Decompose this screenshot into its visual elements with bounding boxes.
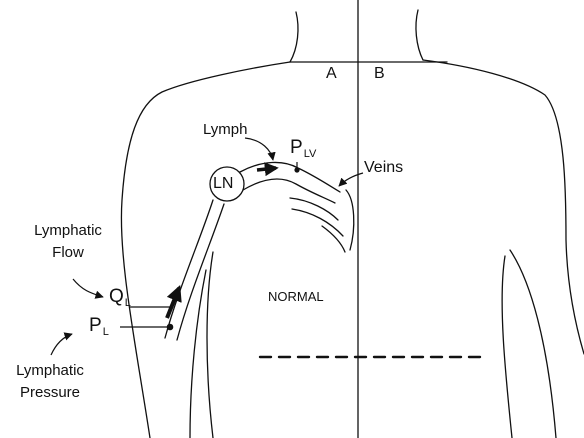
plv-label-subscript: LV bbox=[304, 148, 317, 160]
ql-label-subscript: L bbox=[125, 297, 131, 309]
vein-arc bbox=[346, 190, 354, 250]
neck-right-outline bbox=[416, 10, 423, 60]
duct-flow-arrow bbox=[257, 168, 276, 170]
lymph-duct-upper bbox=[240, 162, 340, 192]
normal-label: NORMAL bbox=[268, 290, 324, 303]
torso-outline-left bbox=[207, 252, 213, 438]
lymph-vessel-upper bbox=[177, 204, 224, 340]
lymph-label: Lymph bbox=[203, 122, 247, 137]
side-a-label: A bbox=[326, 66, 337, 82]
ql-label-main: Q bbox=[109, 286, 124, 307]
pl-label-subscript: L bbox=[103, 326, 109, 338]
flow-label-arrow bbox=[73, 279, 103, 297]
pl-label-main: P bbox=[89, 315, 102, 336]
ql-label: QL bbox=[109, 287, 131, 309]
lymph-node-label: LN bbox=[213, 176, 233, 192]
arm-inner-left bbox=[190, 270, 206, 438]
pl-label: PL bbox=[89, 316, 109, 338]
vein-curve-2 bbox=[292, 209, 343, 236]
torso-outline-right bbox=[502, 256, 512, 438]
lymph-vessel-lower bbox=[165, 200, 213, 338]
plv-label: PLV bbox=[290, 138, 316, 160]
veins-label: Veins bbox=[364, 160, 403, 176]
neck-left-outline bbox=[290, 12, 298, 62]
plv-label-main: P bbox=[290, 137, 303, 158]
side-b-label: B bbox=[374, 66, 385, 82]
body-outline-right bbox=[423, 60, 584, 354]
veins-label-arrow bbox=[339, 173, 363, 186]
lymphatic-flow-label: Lymphatic Flow bbox=[22, 220, 114, 264]
lymph-label-arrow bbox=[245, 138, 273, 160]
pressure-label-arrow bbox=[51, 334, 72, 355]
vein-curve-3 bbox=[322, 226, 345, 252]
arm-inner-right bbox=[510, 250, 556, 438]
lymphatic-pressure-label: Lymphatic Pressure bbox=[4, 360, 96, 404]
body-outline-left bbox=[121, 62, 290, 438]
lymph-duct-lower bbox=[243, 179, 335, 203]
